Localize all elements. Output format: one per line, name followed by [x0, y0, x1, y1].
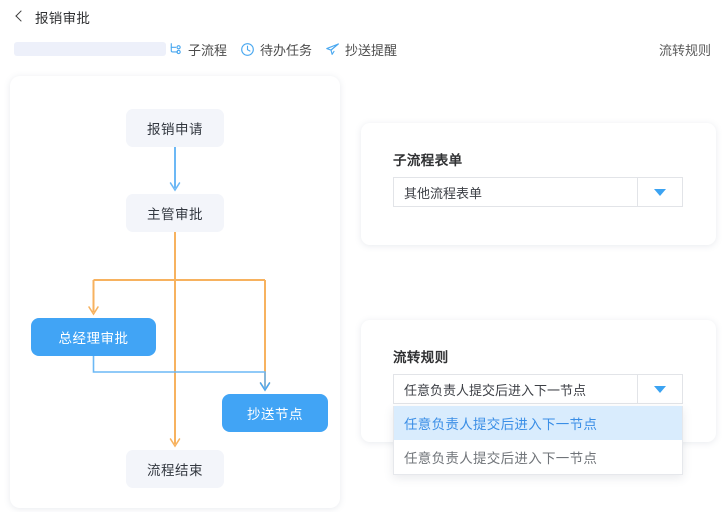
toolbar: 子流程 待办任务 抄送提醒: [0, 33, 725, 65]
toolbar-right: 流转规则: [659, 33, 711, 65]
sub-process-form-label: 子流程表单: [393, 153, 463, 168]
flowchart-canvas[interactable]: 报销申请 主管审批 总经理审批 抄送节点 流程结束: [10, 76, 340, 508]
chevron-down-icon: [654, 188, 666, 196]
toolbar-item-label: 子流程: [188, 42, 228, 58]
page-header: 报销审批: [0, 0, 725, 33]
flow-rule-label: 流转规则: [393, 350, 449, 365]
flowchart-connectors: [88, 147, 271, 448]
paper-plane-icon: [325, 42, 340, 57]
flow-rule-select-arrow[interactable]: [637, 374, 683, 404]
sub-process-form-select-value[interactable]: 其他流程表单: [393, 177, 637, 207]
flow-node-gm-approval[interactable]: 总经理审批: [31, 318, 156, 356]
flow-node-end[interactable]: 流程结束: [126, 450, 224, 488]
flow-rule-select[interactable]: 任意负责人提交后进入下一节点: [393, 374, 683, 404]
sub-process-icon: [168, 42, 183, 57]
flow-node-cc[interactable]: 抄送节点: [222, 394, 328, 432]
toolbar-items: 子流程 待办任务 抄送提醒: [168, 33, 397, 65]
dropdown-option[interactable]: 任意负责人提交后进入下一节点: [394, 406, 682, 440]
sub-process-form-select[interactable]: 其他流程表单: [393, 177, 683, 207]
sub-process-form-select-arrow[interactable]: [637, 177, 683, 207]
back-chevron-icon[interactable]: [14, 9, 26, 25]
flow-rule-select-value[interactable]: 任意负责人提交后进入下一节点: [393, 374, 637, 404]
page-title: 报销审批: [35, 10, 91, 26]
toolbar-placeholder-bar: [14, 42, 166, 56]
dropdown-option[interactable]: 任意负责人提交后进入下一节点: [404, 451, 598, 466]
flow-rule-dropdown[interactable]: 任意负责人提交后进入下一节点 任意负责人提交后进入下一节点: [393, 406, 683, 475]
toolbar-item-label: 待办任务: [260, 42, 313, 58]
toolbar-item-todo-task[interactable]: 待办任务: [240, 40, 312, 59]
chevron-down-icon: [654, 385, 666, 393]
flow-node-manager-approval[interactable]: 主管审批: [126, 194, 224, 232]
flow-rule-link[interactable]: 流转规则: [658, 42, 711, 58]
clock-icon: [240, 42, 255, 57]
flowchart-card: 报销申请 主管审批 总经理审批 抄送节点 流程结束: [10, 76, 340, 508]
toolbar-item-label: 抄送提醒: [345, 42, 398, 58]
sub-process-form-panel: 子流程表单 其他流程表单: [361, 123, 716, 245]
toolbar-item-cc-reminder[interactable]: 抄送提醒: [325, 40, 397, 59]
toolbar-item-sub-process[interactable]: 子流程: [168, 40, 227, 59]
flow-node-apply[interactable]: 报销申请: [126, 109, 224, 147]
